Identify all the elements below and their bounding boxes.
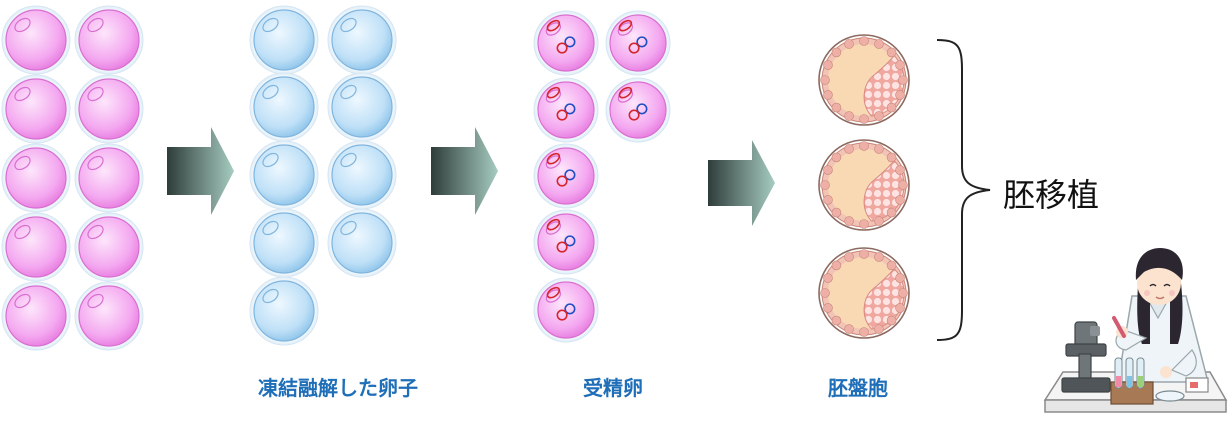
oocyte-icon xyxy=(1,281,71,351)
fertilized-egg-icon xyxy=(533,77,599,143)
thawed-oocyte-icon xyxy=(249,72,319,142)
fertilized-egg-icon xyxy=(533,143,599,209)
oocyte-icon xyxy=(1,5,71,75)
fertilized-egg-icon xyxy=(533,10,599,76)
fertilized-egg-icon xyxy=(605,10,671,76)
thawed-oocyte-icon xyxy=(249,208,319,278)
thawed-oocyte-icon xyxy=(327,5,397,75)
thawed-oocyte-icon xyxy=(249,276,319,346)
embryo-transfer-label: 胚移植 xyxy=(1003,176,1100,214)
oocyte-icon xyxy=(74,74,144,144)
thawed-oocyte-icon xyxy=(327,72,397,142)
lab-technician-illustration xyxy=(1043,248,1228,413)
blastocyst-icon xyxy=(818,247,910,339)
bracket-icon xyxy=(936,39,991,341)
thawed-oocyte-icon xyxy=(327,140,397,210)
arrow-icon xyxy=(431,127,498,215)
thawed-oocyte-icon xyxy=(327,208,397,278)
arrow-icon xyxy=(167,127,234,215)
thawed-oocyte-icon xyxy=(249,140,319,210)
thawed-oocyte-column xyxy=(249,5,397,346)
fertilized-egg-column xyxy=(533,10,671,343)
oocyte-icon xyxy=(1,74,71,144)
thawed-oocyte-icon xyxy=(249,5,319,75)
fertilized-egg-caption: 受精卵 xyxy=(583,376,643,400)
oocyte-icon xyxy=(74,281,144,351)
oocyte-icon xyxy=(1,143,71,213)
thawed-oocyte-caption: 凍結融解した卵子 xyxy=(258,376,418,400)
fertilized-egg-icon xyxy=(533,277,599,343)
blastocyst-icon xyxy=(818,139,910,231)
oocyte-column xyxy=(1,5,144,351)
oocyte-icon xyxy=(74,212,144,282)
oocyte-icon xyxy=(1,212,71,282)
fertilized-egg-icon xyxy=(605,77,671,143)
arrow-icon xyxy=(708,140,775,226)
blastocyst-caption: 胚盤胞 xyxy=(828,376,888,400)
oocyte-icon xyxy=(74,5,144,75)
blastocyst-icon xyxy=(818,34,910,126)
fertilized-egg-icon xyxy=(533,209,599,275)
blastocyst-column xyxy=(818,34,910,339)
oocyte-icon xyxy=(74,143,144,213)
